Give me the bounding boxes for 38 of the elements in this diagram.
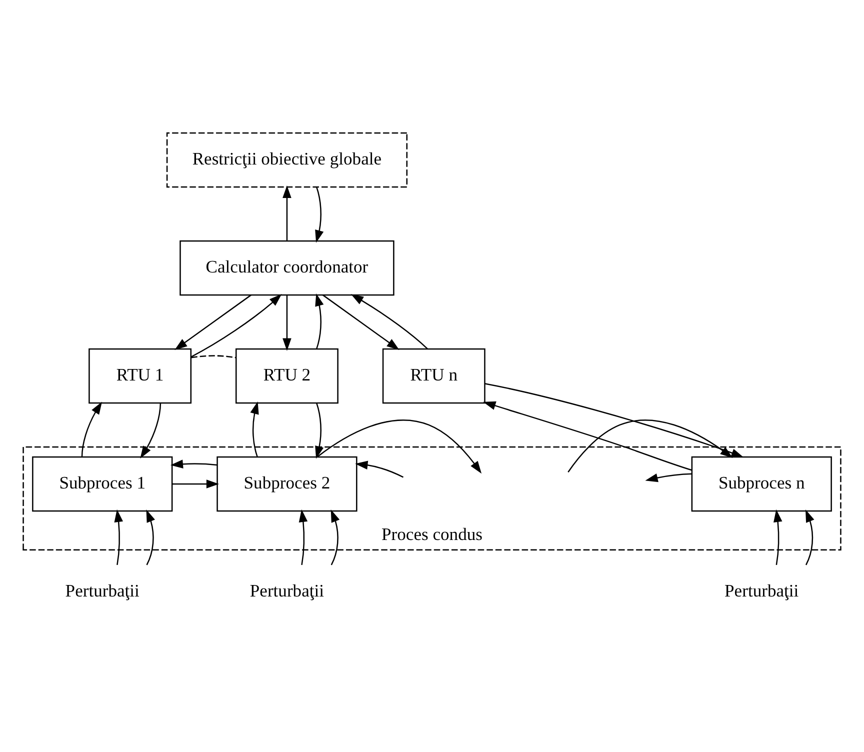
arrow bbox=[330, 510, 340, 566]
arrow bbox=[805, 510, 814, 566]
arrow bbox=[774, 509, 782, 566]
arrow bbox=[190, 294, 282, 358]
connector bbox=[191, 355, 236, 358]
arrow bbox=[355, 460, 404, 478]
node-box: RTU n bbox=[382, 348, 486, 404]
arrow bbox=[146, 510, 155, 566]
arrow bbox=[298, 509, 308, 566]
arrow bbox=[645, 473, 692, 482]
node-box: Subproces 1 bbox=[32, 456, 173, 512]
arrow bbox=[350, 294, 428, 350]
arrow bbox=[172, 480, 219, 488]
node-box: Subproces 2 bbox=[216, 456, 358, 512]
arrow bbox=[250, 401, 259, 458]
node-box: Restricţii obiective globale bbox=[166, 132, 408, 188]
arrow bbox=[322, 294, 400, 350]
node-text: Perturbaţii bbox=[724, 580, 799, 601]
arrow bbox=[315, 187, 324, 243]
node-box: RTU 1 bbox=[88, 348, 192, 404]
arrow bbox=[568, 420, 733, 472]
arrow bbox=[315, 403, 324, 459]
node-text: Perturbaţii bbox=[250, 580, 324, 601]
arrow bbox=[170, 460, 218, 468]
arrow bbox=[315, 294, 324, 350]
arrow bbox=[81, 402, 102, 457]
node-box: RTU 2 bbox=[235, 348, 338, 404]
arrow bbox=[282, 185, 292, 241]
arrow bbox=[484, 383, 744, 458]
node-box: Subproces n bbox=[691, 456, 832, 512]
arrow bbox=[140, 403, 162, 459]
node-box: Calculator coordonator bbox=[180, 240, 394, 296]
node-text: Perturbaţii bbox=[65, 580, 140, 601]
arrow bbox=[174, 294, 252, 350]
arrow bbox=[282, 295, 292, 351]
arrow bbox=[114, 509, 123, 566]
arrow bbox=[483, 401, 692, 471]
arrow bbox=[315, 420, 482, 474]
